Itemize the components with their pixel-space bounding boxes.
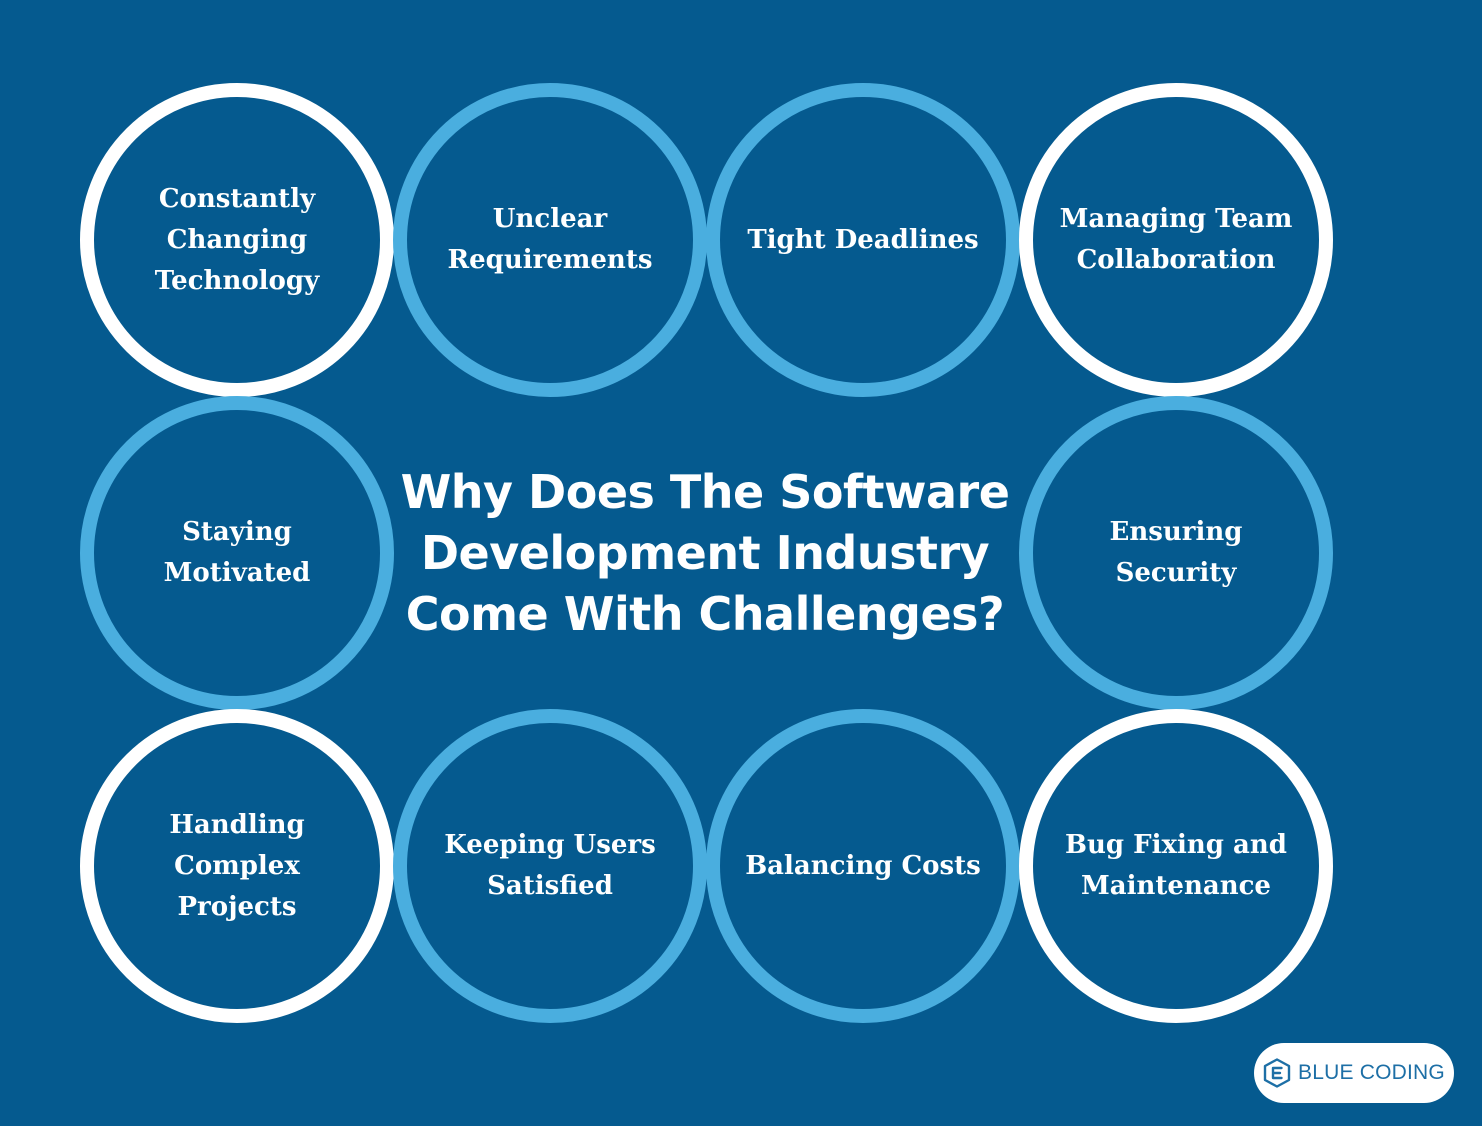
- challenge-circle-bug-fixing-and-maintenance: Bug Fixing and Maintenance: [1019, 709, 1333, 1023]
- challenge-circle-unclear-requirements: Unclear Requirements: [393, 83, 707, 397]
- challenge-circle-constantly-changing-technology: Constantly Changing Technology: [80, 83, 394, 397]
- challenge-circle-keeping-users-satisfied: Keeping Users Satisfied: [393, 709, 707, 1023]
- challenge-circle-balancing-costs: Balancing Costs: [706, 709, 1020, 1023]
- challenge-circle-tight-deadlines: Tight Deadlines: [706, 83, 1020, 397]
- challenge-label: Constantly Changing Technology: [154, 183, 320, 296]
- challenge-circle-managing-team-collaboration: Managing Team Collaboration: [1019, 83, 1333, 397]
- challenge-circle-ensuring-security: Ensuring Security: [1019, 396, 1333, 710]
- challenge-label: Bug Fixing and Maintenance: [1065, 830, 1287, 901]
- challenge-label: Handling Complex Projects: [169, 809, 305, 922]
- challenge-label: Balancing Costs: [745, 850, 981, 881]
- brand-name: BLUE CODING: [1298, 1061, 1445, 1084]
- page-title: Why Does The Software Development Indust…: [400, 465, 1010, 641]
- challenge-label: Staying Motivated: [163, 517, 311, 588]
- hexagon-e-logo-icon: [1263, 1058, 1291, 1088]
- challenge-label: Ensuring Security: [1109, 517, 1243, 588]
- challenge-label: Managing Team Collaboration: [1059, 204, 1293, 275]
- brand-logo: BLUE CODING: [1254, 1043, 1454, 1103]
- challenge-label: Tight Deadlines: [747, 224, 979, 255]
- challenge-circle-handling-complex-projects: Handling Complex Projects: [80, 709, 394, 1023]
- challenge-circle-staying-motivated: Staying Motivated: [80, 396, 394, 710]
- challenge-label: Keeping Users Satisfied: [444, 830, 656, 901]
- challenge-label: Unclear Requirements: [447, 204, 653, 275]
